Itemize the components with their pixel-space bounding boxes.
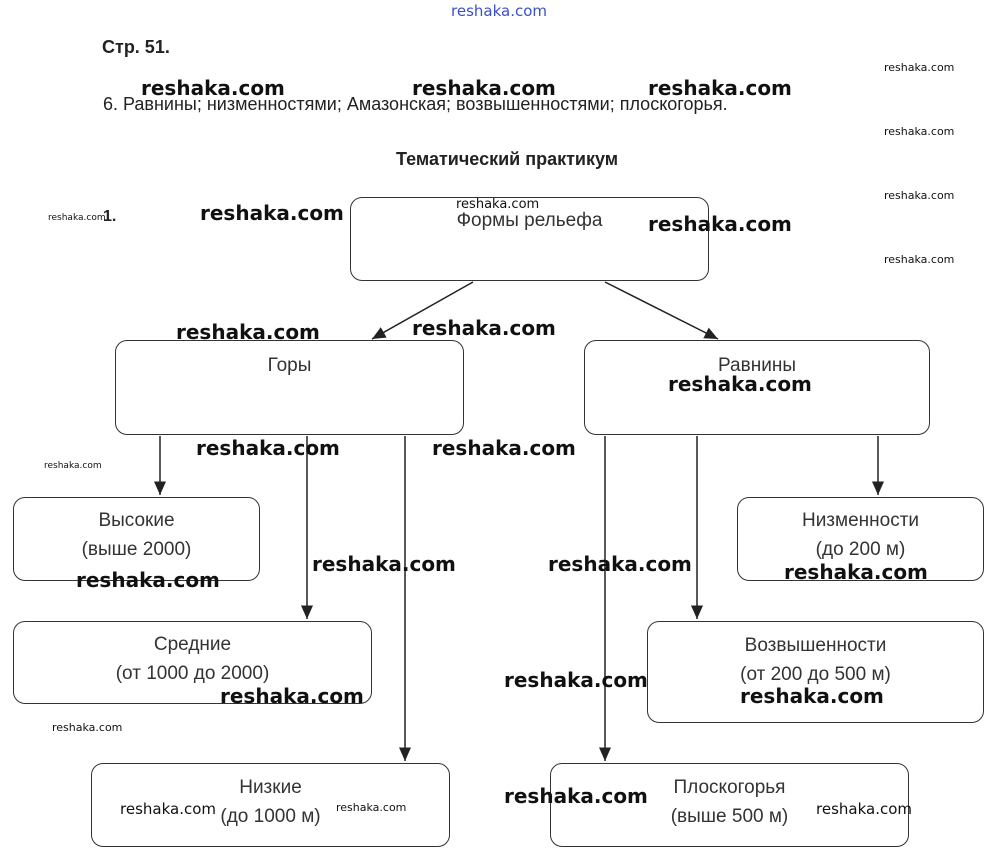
watermark: reshaka.com: [44, 461, 102, 471]
page-reference: Стр. 51.: [102, 37, 170, 57]
watermark: reshaka.com: [504, 784, 648, 808]
watermark: reshaka.com: [120, 800, 216, 818]
watermark: reshaka.com: [196, 436, 340, 460]
watermark: reshaka.com: [220, 684, 364, 708]
watermark: reshaka.com: [740, 684, 884, 708]
watermark: reshaka.com: [412, 76, 556, 100]
node-plains: Равнины: [584, 340, 930, 435]
watermark: reshaka.com: [48, 213, 106, 223]
watermark: reshaka.com: [784, 560, 928, 584]
watermark: reshaka.com: [76, 568, 220, 592]
watermark: reshaka.com: [432, 436, 576, 460]
watermark: reshaka.com: [52, 721, 123, 734]
node-high-mountains: Высокие(выше 2000): [13, 497, 260, 581]
watermark: reshaka.com: [336, 801, 407, 814]
watermark: reshaka.com: [668, 372, 812, 396]
node-medium-mountains: Средние(от 1000 до 2000): [13, 621, 372, 704]
node-uplands: Возвышенности(от 200 до 500 м): [647, 621, 984, 723]
watermark: reshaka.com: [451, 2, 547, 20]
watermark: reshaka.com: [412, 316, 556, 340]
watermark: reshaka.com: [884, 125, 955, 138]
watermark: reshaka.com: [884, 253, 955, 266]
watermark: reshaka.com: [548, 552, 692, 576]
watermark: reshaka.com: [648, 212, 792, 236]
watermark: reshaka.com: [200, 201, 344, 225]
arrow-root-plains: [604, 281, 719, 340]
watermark: reshaka.com: [176, 320, 320, 344]
arrow-root-mountains: [371, 281, 474, 340]
watermark: reshaka.com: [648, 76, 792, 100]
node-lowlands: Низменности(до 200 м): [737, 497, 984, 581]
section-title: Тематический практикум: [396, 149, 619, 169]
node-mountains: Горы: [115, 340, 464, 435]
watermark: reshaka.com: [141, 76, 285, 100]
answer-6: 6. Равнины; низменностями; Амазонская; в…: [103, 94, 728, 114]
watermark: reshaka.com: [312, 552, 456, 576]
watermark: reshaka.com: [816, 800, 912, 818]
node-low-mountains: Низкие(до 1000 м): [91, 763, 450, 847]
watermark: reshaka.com: [884, 61, 955, 74]
node-landforms: Формы рельефа: [350, 197, 709, 281]
task-number: 1.: [103, 208, 117, 225]
watermark: reshaka.com: [456, 197, 540, 212]
watermark: reshaka.com: [504, 668, 648, 692]
node-plateaus: Плоскогорья(выше 500 м): [550, 763, 909, 847]
watermark: reshaka.com: [884, 189, 955, 202]
